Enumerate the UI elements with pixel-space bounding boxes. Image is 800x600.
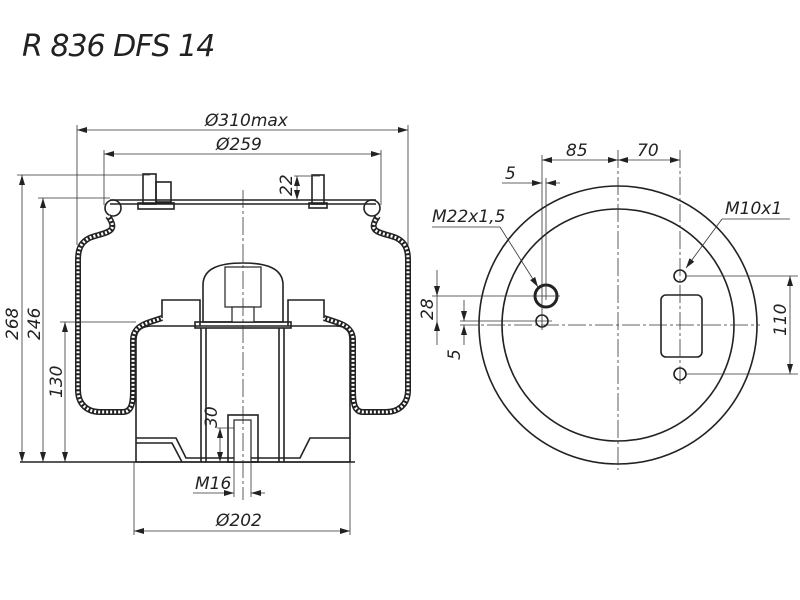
drawing-title: R 836 DFS 14: [22, 29, 214, 64]
dim-piston-diameter: Ø202: [215, 511, 262, 531]
stud-right: [311, 174, 325, 205]
dim-total-height: 268: [3, 307, 23, 340]
dim-piston-height: 130: [47, 366, 67, 398]
dim-plate-diameter: Ø259: [215, 135, 262, 155]
dim-thread-depth: 30: [202, 406, 222, 428]
m16-thread: [233, 419, 252, 463]
bead-left: [104, 199, 122, 217]
dim-bottom-thread: M16: [195, 474, 231, 494]
label-air-port: M22x1,5: [432, 207, 505, 227]
piston: [135, 325, 351, 463]
dim-vertical-5: 5: [445, 349, 465, 360]
dim-stud-spacing: 110: [771, 304, 791, 336]
air-fitting: [155, 181, 172, 203]
label-stud-thread: M10x1: [725, 199, 782, 219]
center-tube: [200, 328, 285, 462]
bellows-right-wall: [323, 214, 411, 415]
dim-vertical-28: 28: [418, 298, 438, 320]
dim-offset-right: 70: [637, 141, 659, 161]
dim-stud-height: 22: [277, 174, 297, 196]
stud-nut-right: [308, 202, 328, 209]
bellows-left-wall: [75, 214, 163, 415]
bump-stop: [202, 262, 284, 323]
side-view: Ø310max Ø259 268 246 130 22 30 M16 Ø202: [3, 111, 411, 535]
bead-right: [363, 199, 381, 217]
top-view: 85 70 5 M22x1,5 M10x1 28 5 110: [418, 141, 798, 470]
dim-outer-diameter: Ø310max: [204, 111, 289, 131]
dim-plate-height: 246: [25, 307, 45, 340]
piston-top-ring: [161, 299, 325, 326]
dim-offset-small: 5: [505, 164, 516, 184]
fitting-recess: [660, 294, 703, 358]
dim-offset-left: 85: [566, 141, 588, 161]
stud-nut-left: [137, 202, 175, 210]
